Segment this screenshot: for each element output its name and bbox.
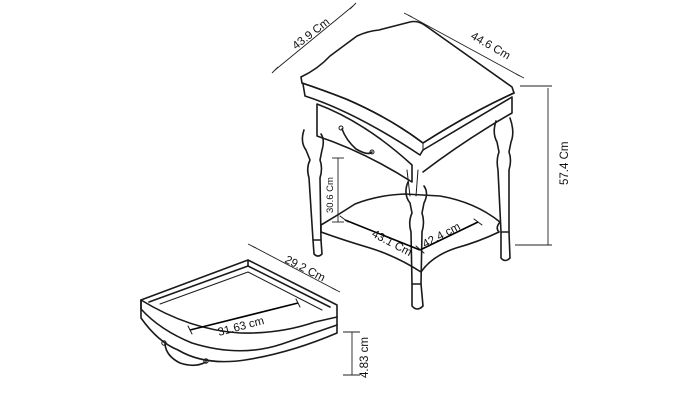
table-top-edge: [301, 82, 515, 144]
drawer-box: [140, 259, 338, 318]
drawer-front: [316, 103, 413, 183]
dimension-lines: [271, 2, 552, 246]
leg-front-right: [405, 181, 428, 310]
table-apron-front: [302, 83, 424, 156]
label-shelf-width: 43.1 Cm: [370, 228, 414, 259]
open-drawer: [140, 259, 338, 367]
leg-back-right: [493, 117, 514, 262]
label-shelf-depth: 42.4 cm: [421, 221, 463, 251]
bedside-table: [300, 20, 515, 310]
label-drawer-width: 31.63 cm: [217, 315, 266, 339]
leg-back-left: [406, 169, 419, 197]
drawer-handle: [164, 343, 207, 367]
table-drawer-handle: [341, 128, 373, 155]
table-apron-side: [422, 96, 513, 173]
drawer-dimension-lines: [247, 243, 360, 376]
label-top-width: 43.9 Cm: [290, 16, 332, 52]
drawer-panel-front: [140, 299, 338, 363]
label-drawer-height: 4.83 cm: [359, 337, 371, 378]
label-drawer-depth: 29.2 Cm: [283, 254, 327, 284]
label-height: 57.4 Cm: [559, 142, 571, 185]
label-under-drawer-height: 30.6 Cm: [325, 177, 336, 213]
leg-front-left: [301, 129, 325, 257]
label-top-depth: 44.6 Cm: [469, 30, 513, 62]
